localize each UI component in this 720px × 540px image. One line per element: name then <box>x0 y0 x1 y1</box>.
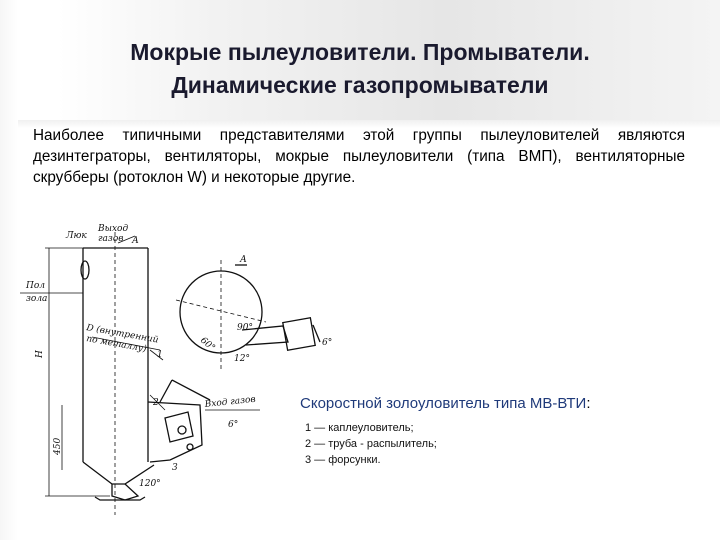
slide-title-line-2: Динамические газопромыватели <box>171 72 549 98</box>
vessel-cone <box>82 461 155 485</box>
view-a-axis <box>175 299 267 323</box>
label-num-1: 1 <box>157 350 163 360</box>
slide-title-line-1: Мокрые пылеуловители. Промыватели. <box>130 39 590 65</box>
label-angle-120: 120° <box>139 479 161 489</box>
label-h: H <box>35 350 45 359</box>
view-a-nozzle <box>282 317 316 351</box>
label-gas-out-1: Выход <box>97 224 128 234</box>
left-edge-bar <box>0 0 18 540</box>
figure-caption: Скоростной золоуловитель типа МВ-ВТИ: 1 … <box>300 394 700 468</box>
label-angle-90: 90° <box>237 323 253 333</box>
inlet-pipe <box>147 401 203 463</box>
label-num-3: 3 <box>172 463 178 473</box>
title-band-shadow <box>0 120 720 128</box>
label-hatch: Люк <box>65 231 87 241</box>
body-paragraph: Наиболее типичными представителями этой … <box>33 127 685 186</box>
label-floor-2: зола <box>26 294 47 304</box>
label-a-circle: А <box>239 255 247 265</box>
label-60: 60° <box>198 336 217 354</box>
caption-item-1: 1 — каплеуловитель; <box>305 422 414 434</box>
ash-outlet <box>111 483 140 501</box>
title-background-band <box>0 0 720 120</box>
label-floor-1: Пол <box>25 281 45 291</box>
leader-1 <box>149 349 164 361</box>
label-angle-6b: 6° <box>228 420 238 430</box>
spray-tube <box>164 411 194 443</box>
leader-gas-out <box>117 235 136 244</box>
bottom-flange <box>94 496 146 501</box>
label-gas-out-2: газов <box>98 234 123 244</box>
caption-item-2: 2 — труба - распылитель; <box>305 438 437 450</box>
leader-inner-d <box>91 336 161 351</box>
leader-2 <box>149 394 166 411</box>
caption-title-suffix: : <box>586 395 591 412</box>
view-a-pipe <box>241 325 289 346</box>
view-a-tip <box>312 324 321 343</box>
slide-title: Мокрые пылеуловители. Промыватели. Динам… <box>40 36 680 102</box>
inlet-duct <box>159 379 211 403</box>
label-450: 450 <box>53 438 63 456</box>
label-angle-12: 12° <box>234 354 250 364</box>
caption-title: Скоростной золоуловитель типа МВ-ВТИ: <box>300 394 700 414</box>
hatch-oval <box>80 260 90 280</box>
label-angle-6a: 6° <box>322 338 332 348</box>
label-a-top: А <box>131 236 139 246</box>
caption-title-text: Скоростной золоуловитель типа МВ-ВТИ <box>300 395 587 412</box>
label-gas-in: Вход газов <box>203 395 256 410</box>
label-num-2: 2 <box>152 398 159 408</box>
nozzle-1 <box>177 425 187 435</box>
caption-list: 1 — каплеуловитель; 2 — труба - распылит… <box>305 420 700 468</box>
caption-item-3: 3 — форсунки. <box>305 454 381 466</box>
nozzle-2 <box>186 443 194 451</box>
